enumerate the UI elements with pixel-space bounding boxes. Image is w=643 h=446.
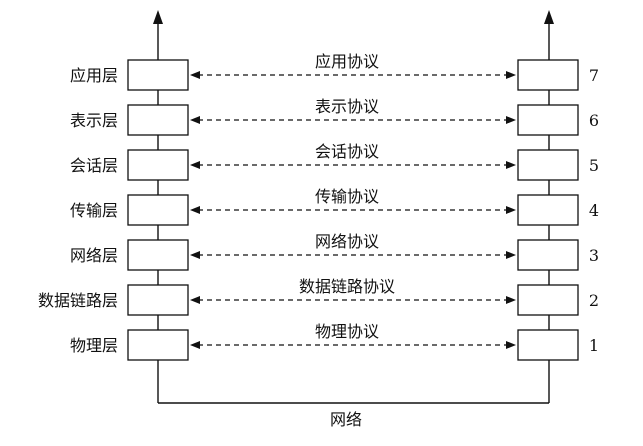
left-arrowhead-icon <box>190 206 200 214</box>
right-arrowhead-icon <box>506 341 516 349</box>
right-stack-up-arrow-icon <box>544 10 554 24</box>
left-layer-box <box>127 104 189 136</box>
layer-row: 传输层 传输协议 4 <box>70 187 599 226</box>
layers-group: 应用层 应用协议 7 表示层 表示协议 6 会话层 会话协议 5 传输层 传输协议 4 网络层 网络协议 3… <box>38 52 599 361</box>
left-layer-label: 传输层 <box>70 201 118 220</box>
left-layer-label: 应用层 <box>70 66 118 85</box>
protocol-label: 传输协议 <box>315 187 379 206</box>
right-arrowhead-icon <box>506 296 516 304</box>
left-layer-label: 网络层 <box>70 246 118 265</box>
layer-row: 会话层 会话协议 5 <box>70 142 599 181</box>
left-layer-box <box>127 239 189 271</box>
left-arrowhead-icon <box>190 71 200 79</box>
right-layer-box <box>517 239 579 271</box>
left-arrowhead-icon <box>190 116 200 124</box>
right-layer-box <box>517 284 579 316</box>
layer-number: 1 <box>589 336 599 355</box>
left-layer-box <box>127 329 189 361</box>
protocol-label: 应用协议 <box>315 52 379 71</box>
left-arrowhead-icon <box>190 341 200 349</box>
left-arrowhead-icon <box>190 161 200 169</box>
protocol-label: 表示协议 <box>315 97 379 116</box>
left-layer-box <box>127 194 189 226</box>
layer-row: 物理层 物理协议 1 <box>70 322 599 361</box>
right-arrowhead-icon <box>506 251 516 259</box>
left-layer-label: 表示层 <box>70 111 118 130</box>
left-stack-up-arrow-icon <box>153 10 163 24</box>
layer-number: 7 <box>589 66 599 85</box>
right-layer-box <box>517 329 579 361</box>
layer-number: 3 <box>589 246 599 265</box>
left-arrowhead-icon <box>190 296 200 304</box>
right-arrowhead-icon <box>506 116 516 124</box>
layer-row: 数据链路层 数据链路协议 2 <box>38 277 599 316</box>
protocol-label: 物理协议 <box>315 322 379 341</box>
right-layer-box <box>517 59 579 91</box>
left-layer-box <box>127 284 189 316</box>
left-layer-box <box>127 59 189 91</box>
right-layer-box <box>517 194 579 226</box>
right-arrowhead-icon <box>506 161 516 169</box>
layer-row: 网络层 网络协议 3 <box>70 232 599 271</box>
layer-number: 2 <box>589 291 599 310</box>
layer-row: 应用层 应用协议 7 <box>70 52 599 91</box>
layer-row: 表示层 表示协议 6 <box>70 97 599 136</box>
layer-number: 4 <box>589 201 599 220</box>
left-layer-box <box>127 149 189 181</box>
right-layer-box <box>517 149 579 181</box>
protocol-label: 数据链路协议 <box>299 277 395 296</box>
left-layer-label: 会话层 <box>70 156 118 175</box>
protocol-label: 会话协议 <box>315 142 379 161</box>
network-label: 网络 <box>330 410 362 429</box>
layer-number: 5 <box>589 156 599 175</box>
left-arrowhead-icon <box>190 251 200 259</box>
left-layer-label: 物理层 <box>70 336 118 355</box>
left-layer-label: 数据链路层 <box>38 291 118 310</box>
right-layer-box <box>517 104 579 136</box>
right-arrowhead-icon <box>506 71 516 79</box>
protocol-label: 网络协议 <box>315 232 379 251</box>
layer-number: 6 <box>589 111 599 130</box>
right-arrowhead-icon <box>506 206 516 214</box>
